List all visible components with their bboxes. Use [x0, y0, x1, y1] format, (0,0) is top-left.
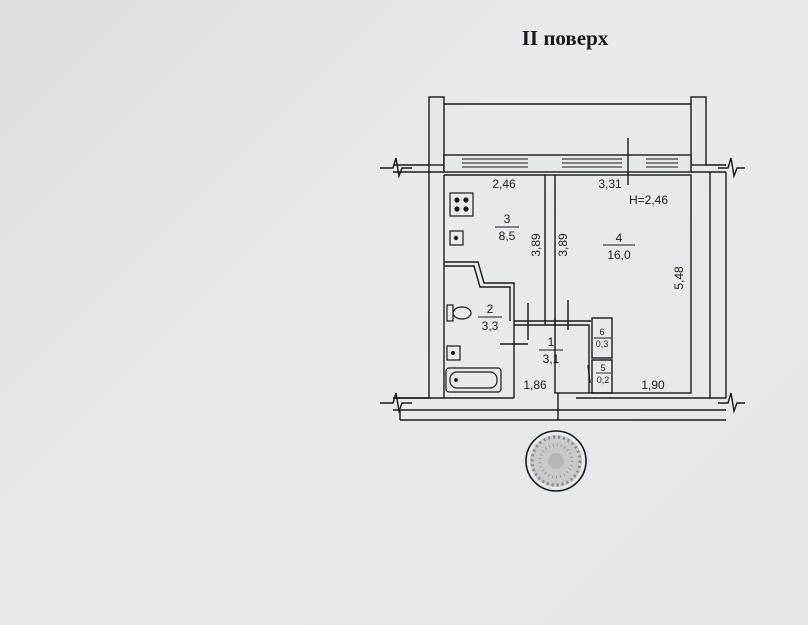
window-room: [562, 158, 678, 168]
dim-room-bottom-width: 1,90: [641, 378, 665, 392]
washbasin-icon: [446, 345, 461, 361]
sink-icon: [449, 230, 464, 246]
closet-5: [591, 359, 613, 394]
stairwell-circle-icon: [525, 430, 587, 492]
balcony-right-wall: [690, 96, 707, 166]
floor-title: II поверх: [521, 26, 609, 50]
room-5-area: 0,2: [597, 375, 610, 385]
window-kitchen: [462, 158, 528, 168]
break-mark-right-top: [718, 157, 745, 179]
break-mark-left-bottom: [380, 392, 412, 414]
dim-kitchen-depth: 3,89: [529, 233, 543, 257]
room-4-number: 4: [616, 231, 623, 245]
balcony-left-wall: [428, 96, 445, 166]
stove-icon: [449, 192, 474, 217]
closet-6: [591, 317, 613, 359]
room-3-number: 3: [504, 212, 511, 226]
dim-hall-width: 1,86: [523, 378, 547, 392]
room-6-area: 0,3: [596, 339, 609, 349]
room-1-number: 1: [548, 335, 555, 349]
room-4-area: 16,0: [607, 248, 631, 262]
exterior-wall-left: [393, 164, 430, 399]
dim-kitchen-width: 2,46: [492, 177, 516, 191]
room-4-walls: [554, 174, 692, 394]
dim-room-depth-left: 3,89: [556, 233, 570, 257]
height-note: H=2,46: [629, 193, 668, 207]
toilet-icon: [446, 304, 472, 322]
room-1-area: 3,1: [543, 352, 560, 366]
room-2-area: 3,3: [482, 319, 499, 333]
dim-room-depth-right: 5,48: [672, 266, 686, 290]
room-6-number: 6: [599, 327, 604, 337]
room-2-number: 2: [487, 302, 494, 316]
room-3-area: 8,5: [499, 229, 516, 243]
break-mark-left-top: [380, 157, 412, 179]
bathtub-icon: [445, 367, 502, 393]
break-mark-right-bottom: [718, 392, 745, 414]
dim-room-width: 3,31: [598, 177, 622, 191]
room-5-number: 5: [600, 363, 605, 373]
